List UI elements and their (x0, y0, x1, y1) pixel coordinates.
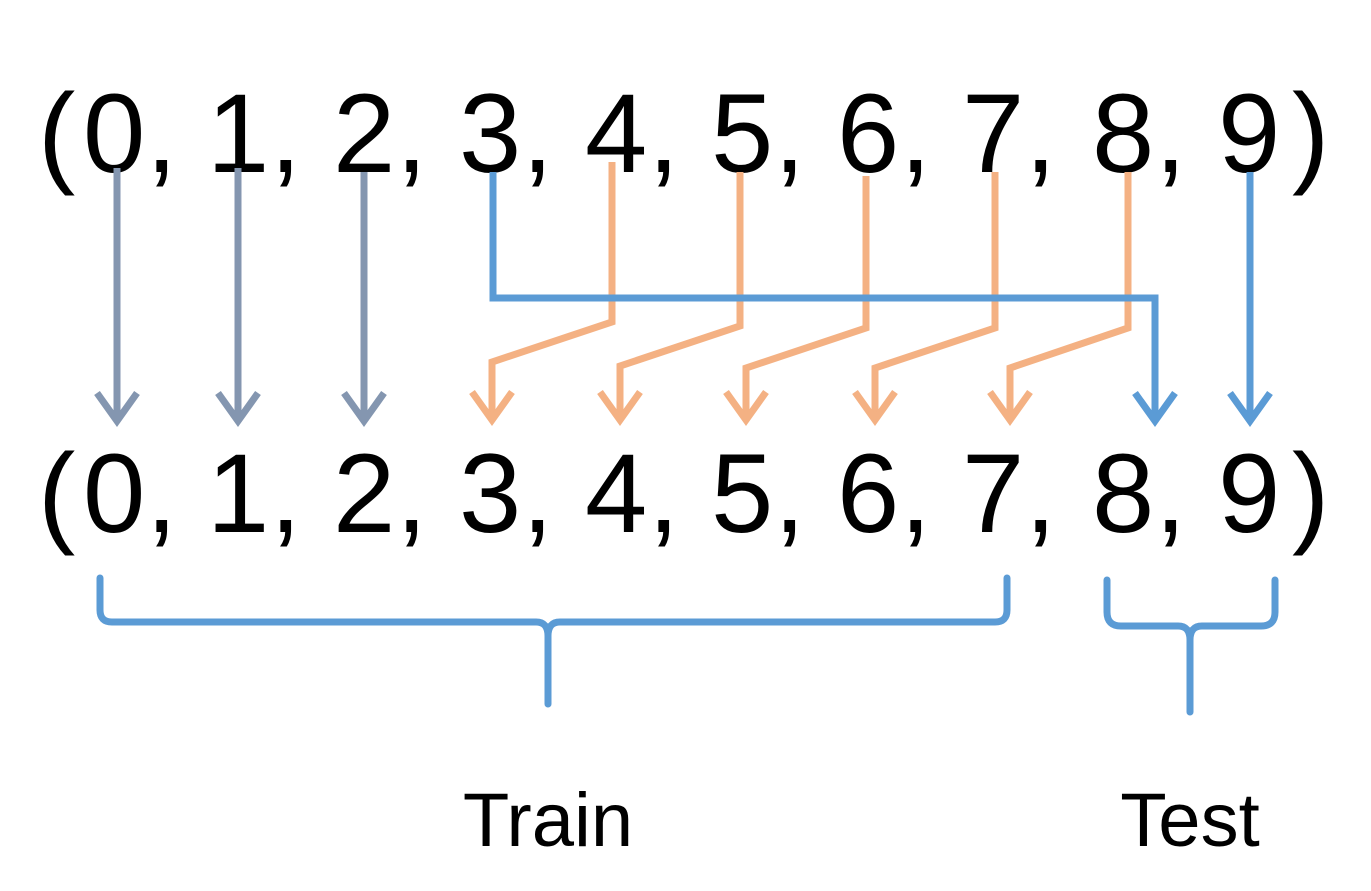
bottom-separator: , (270, 431, 301, 556)
arrowhead-icon (469, 389, 515, 427)
moved-arrows (489, 172, 1273, 428)
arrowhead-icon (597, 389, 643, 427)
unchanged-arrows (94, 168, 387, 428)
arrow-5-to-4 (616, 172, 744, 418)
top-close-paren: ) (1292, 71, 1329, 196)
bottom-item-8: 8 (1092, 431, 1154, 556)
test-brace (1103, 576, 1279, 716)
top-item-4: 4 (585, 71, 647, 196)
arrow-6-to-5 (742, 176, 870, 418)
train-label: Train (463, 778, 633, 863)
bottom-open-paren: ( (38, 431, 75, 556)
bottom-separator: , (1025, 431, 1056, 556)
top-sequence: ( 0 , 1 , 2 , 3 , 4 , 5 , 6 , 7 , 8 , 9 … (38, 71, 1329, 196)
arrow-8-to-7 (1006, 172, 1132, 418)
arrowhead-icon (94, 390, 140, 428)
bottom-item-3: 3 (459, 431, 521, 556)
shifted-arrows (469, 162, 1132, 427)
top-separator: , (1155, 71, 1186, 196)
bottom-separator: , (396, 431, 427, 556)
top-separator: , (396, 71, 427, 196)
top-separator: , (270, 71, 301, 196)
top-item-6: 6 (837, 71, 899, 196)
arrowhead-icon (341, 390, 387, 428)
train-brace (96, 574, 1011, 708)
bottom-separator: , (648, 431, 679, 556)
bottom-separator: , (146, 431, 177, 556)
bottom-item-2: 2 (333, 431, 395, 556)
arrowhead-icon (215, 390, 261, 428)
arrowhead-icon (852, 389, 898, 427)
arrow-3-to-8 (489, 172, 1159, 420)
top-separator: , (522, 71, 553, 196)
bottom-item-0: 0 (83, 431, 145, 556)
bottom-item-6: 6 (837, 431, 899, 556)
bottom-separator: , (900, 431, 931, 556)
bottom-item-7: 7 (962, 431, 1024, 556)
bottom-separator: , (522, 431, 553, 556)
test-label: Test (1120, 778, 1259, 863)
bottom-item-4: 4 (585, 431, 647, 556)
bottom-item-1: 1 (207, 431, 269, 556)
bottom-separator: , (774, 431, 805, 556)
arrow-4-to-3 (488, 162, 616, 418)
arrow-7-to-6 (871, 172, 999, 418)
top-separator: , (900, 71, 931, 196)
arrowhead-icon (723, 389, 769, 427)
top-separator: , (146, 71, 177, 196)
top-separator: , (774, 71, 805, 196)
top-item-8: 8 (1092, 71, 1154, 196)
arrowhead-icon (1227, 390, 1273, 428)
arrowhead-icon (987, 389, 1033, 427)
top-separator: , (1025, 71, 1056, 196)
arrowhead-icon (1132, 390, 1178, 428)
bottom-item-9: 9 (1218, 431, 1280, 556)
top-open-paren: ( (38, 71, 75, 196)
bottom-close-paren: ) (1292, 431, 1329, 556)
bottom-separator: , (1155, 431, 1186, 556)
top-separator: , (648, 71, 679, 196)
bottom-item-5: 5 (711, 431, 773, 556)
bottom-sequence: ( 0 , 1 , 2 , 3 , 4 , 5 , 6 , 7 , 8 , 9 … (38, 431, 1329, 556)
